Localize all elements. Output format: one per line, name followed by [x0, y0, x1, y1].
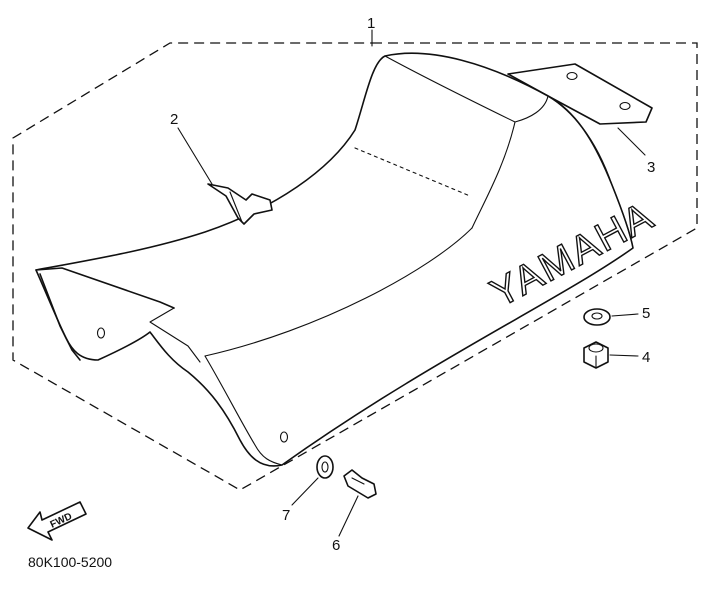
callout-6: 6 [332, 537, 340, 554]
nut-part [583, 341, 609, 369]
seat-body [35, 52, 634, 467]
leader-line-2 [177, 127, 213, 185]
callout-4: 4 [642, 349, 650, 366]
grommet-part [316, 455, 334, 479]
leader-line-4 [609, 354, 639, 357]
seat-strap [207, 183, 273, 225]
callout-1: 1 [367, 15, 375, 32]
callout-2: 2 [170, 111, 178, 128]
leader-line-7 [291, 477, 319, 506]
assembly-boundary [12, 42, 698, 491]
diagram-code: 80K100-5200 [28, 554, 112, 570]
callout-3: 3 [647, 159, 655, 176]
fwd-arrow-icon: FWD [27, 501, 87, 541]
washer-part [583, 308, 611, 326]
leader-line-5 [611, 313, 639, 317]
leader-line-3 [617, 127, 646, 156]
svg-text:FWD: FWD [49, 511, 74, 531]
callout-5: 5 [642, 305, 650, 322]
screw-part [343, 469, 377, 499]
callout-7: 7 [282, 507, 290, 524]
leader-line-6 [338, 495, 359, 537]
